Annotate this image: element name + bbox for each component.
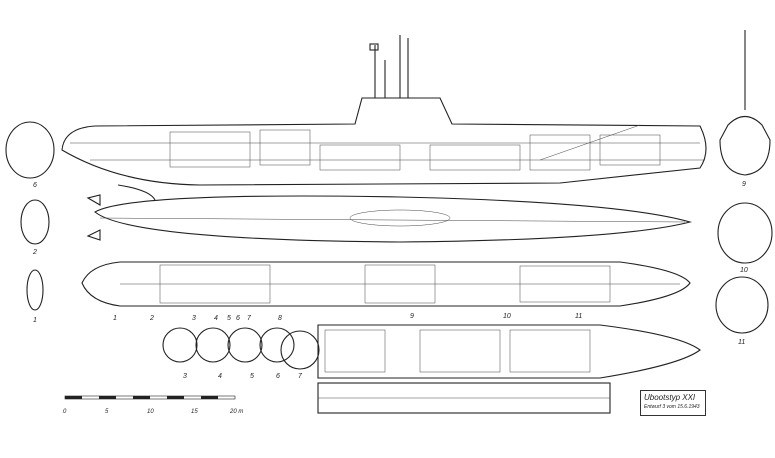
section-label: 10 [740,267,748,274]
scale-bar [64,395,236,400]
section-label: 1 [33,317,37,324]
station-label: 11 [575,313,582,320]
section-label: 3 [183,373,187,380]
lower-deck-plan [317,324,701,414]
top-view [86,184,693,243]
drawing-title: Ubootstyp XXI [644,393,696,402]
station-label: 4 [214,315,218,322]
station-label: 3 [192,315,196,322]
section-label: 6 [276,373,280,380]
station-label: 2 [149,315,154,322]
section-label: 4 [218,373,222,380]
station-label: 9 [410,313,414,320]
section-label: 11 [738,339,745,346]
station-labels: 1 2 3 4 5 6 7 8 9 10 11 3 4 5 6 7 6 2 1 … [32,181,748,380]
scale-tick: 0 [63,409,67,415]
drawing-subtitle: Entwurf 3 vom 15.6.1943 [644,404,700,410]
side-profile-view [61,35,707,186]
section-label: 6 [33,182,37,189]
section-label: 2 [32,249,37,256]
scale-tick: 20 m [230,409,244,415]
station-label: 7 [247,315,252,322]
station-label: 5 [227,315,231,322]
scale-tick: 5 [105,409,109,415]
section-label: 5 [250,373,254,380]
scale-tick: 15 [191,409,198,415]
title-block: Ubootstyp XXI Entwurf 3 vom 15.6.1943 [640,390,706,416]
section-label: 7 [298,373,303,380]
station-label: 10 [503,313,511,320]
plan-view [81,261,691,307]
station-label: 8 [278,315,282,322]
scale-tick: 10 [147,409,154,415]
station-label: 1 [113,315,117,322]
cross-sections [5,30,773,370]
station-label: 6 [236,315,240,322]
section-label: 9 [742,181,746,188]
